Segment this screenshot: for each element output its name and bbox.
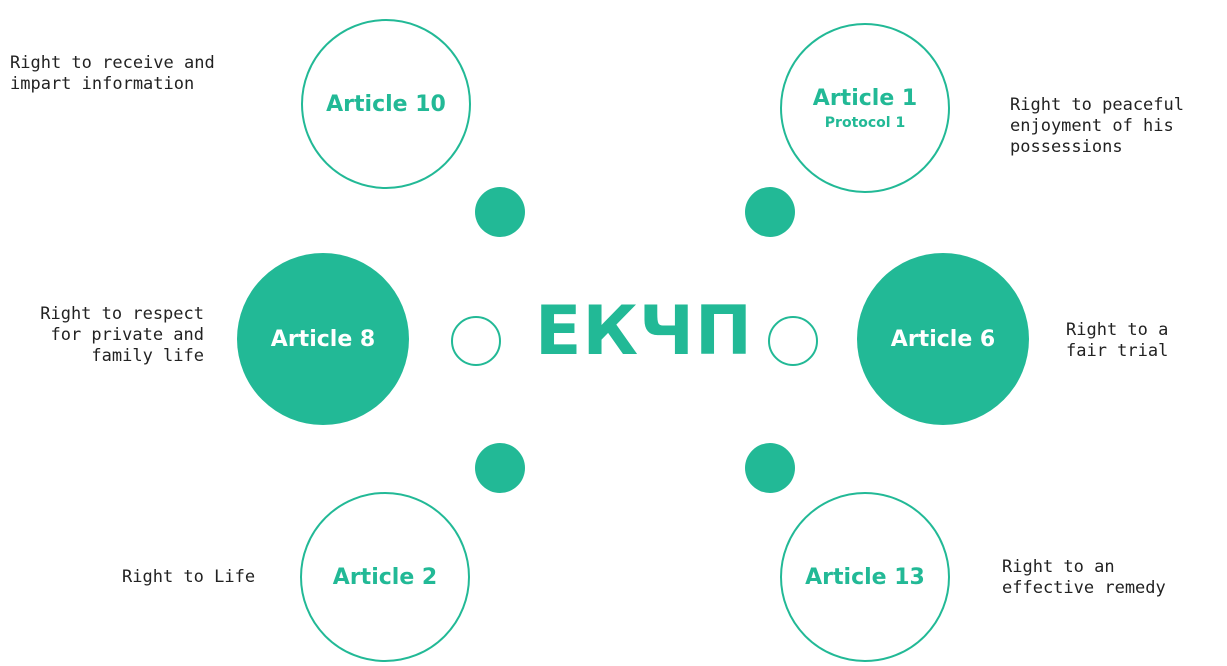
article-1-node: Article 1 Protocol 1 [780, 23, 950, 193]
connector-ring-left [451, 316, 501, 366]
article-2-title: Article 2 [332, 564, 438, 590]
connector-dot-top-left [475, 187, 525, 237]
article-8-desc-line: Right to respect [40, 304, 204, 324]
article-8-description: Right to respect for private and family … [10, 304, 204, 367]
article-8-desc-line: for private and [50, 325, 204, 345]
article-6-desc-line: Right to a [1066, 320, 1169, 340]
article-1-desc-line: possessions [1010, 137, 1123, 157]
center-title: ЕКЧП [535, 292, 753, 371]
article-8-title: Article 8 [270, 326, 376, 352]
article-13-title: Article 13 [805, 564, 925, 590]
article-1-desc-line: enjoyment of his [1010, 116, 1174, 136]
article-13-desc-line: Right to an [1002, 557, 1115, 577]
article-6-desc-line: fair trial [1066, 341, 1169, 361]
article-1-desc-line: Right to peaceful [1010, 95, 1184, 115]
article-8-desc-line: family life [91, 346, 204, 366]
article-10-desc-line: impart information [10, 74, 195, 94]
article-1-subtitle: Protocol 1 [824, 114, 906, 131]
article-10-title: Article 10 [326, 91, 446, 117]
article-10-node: Article 10 [301, 19, 471, 189]
article-10-description: Right to receive and impart information [10, 53, 215, 95]
article-13-description: Right to an effective remedy [1002, 557, 1166, 599]
article-13-node: Article 13 [780, 492, 950, 662]
article-10-desc-line: Right to receive and [10, 53, 215, 73]
article-6-description: Right to a fair trial [1066, 320, 1168, 362]
article-6-node: Article 6 [857, 253, 1029, 425]
article-13-desc-line: effective remedy [1002, 578, 1166, 598]
connector-dot-bottom-left [475, 443, 525, 493]
article-6-title: Article 6 [890, 326, 996, 352]
connector-dot-top-right [745, 187, 795, 237]
article-8-node: Article 8 [237, 253, 409, 425]
article-2-node: Article 2 [300, 492, 470, 662]
connector-dot-bottom-right [745, 443, 795, 493]
article-2-desc-line: Right to Life [122, 567, 256, 587]
connector-ring-right [768, 316, 818, 366]
article-1-title: Article 1 [812, 85, 918, 111]
article-1-description: Right to peaceful enjoyment of his posse… [1010, 95, 1184, 158]
article-2-description: Right to Life [122, 567, 255, 588]
